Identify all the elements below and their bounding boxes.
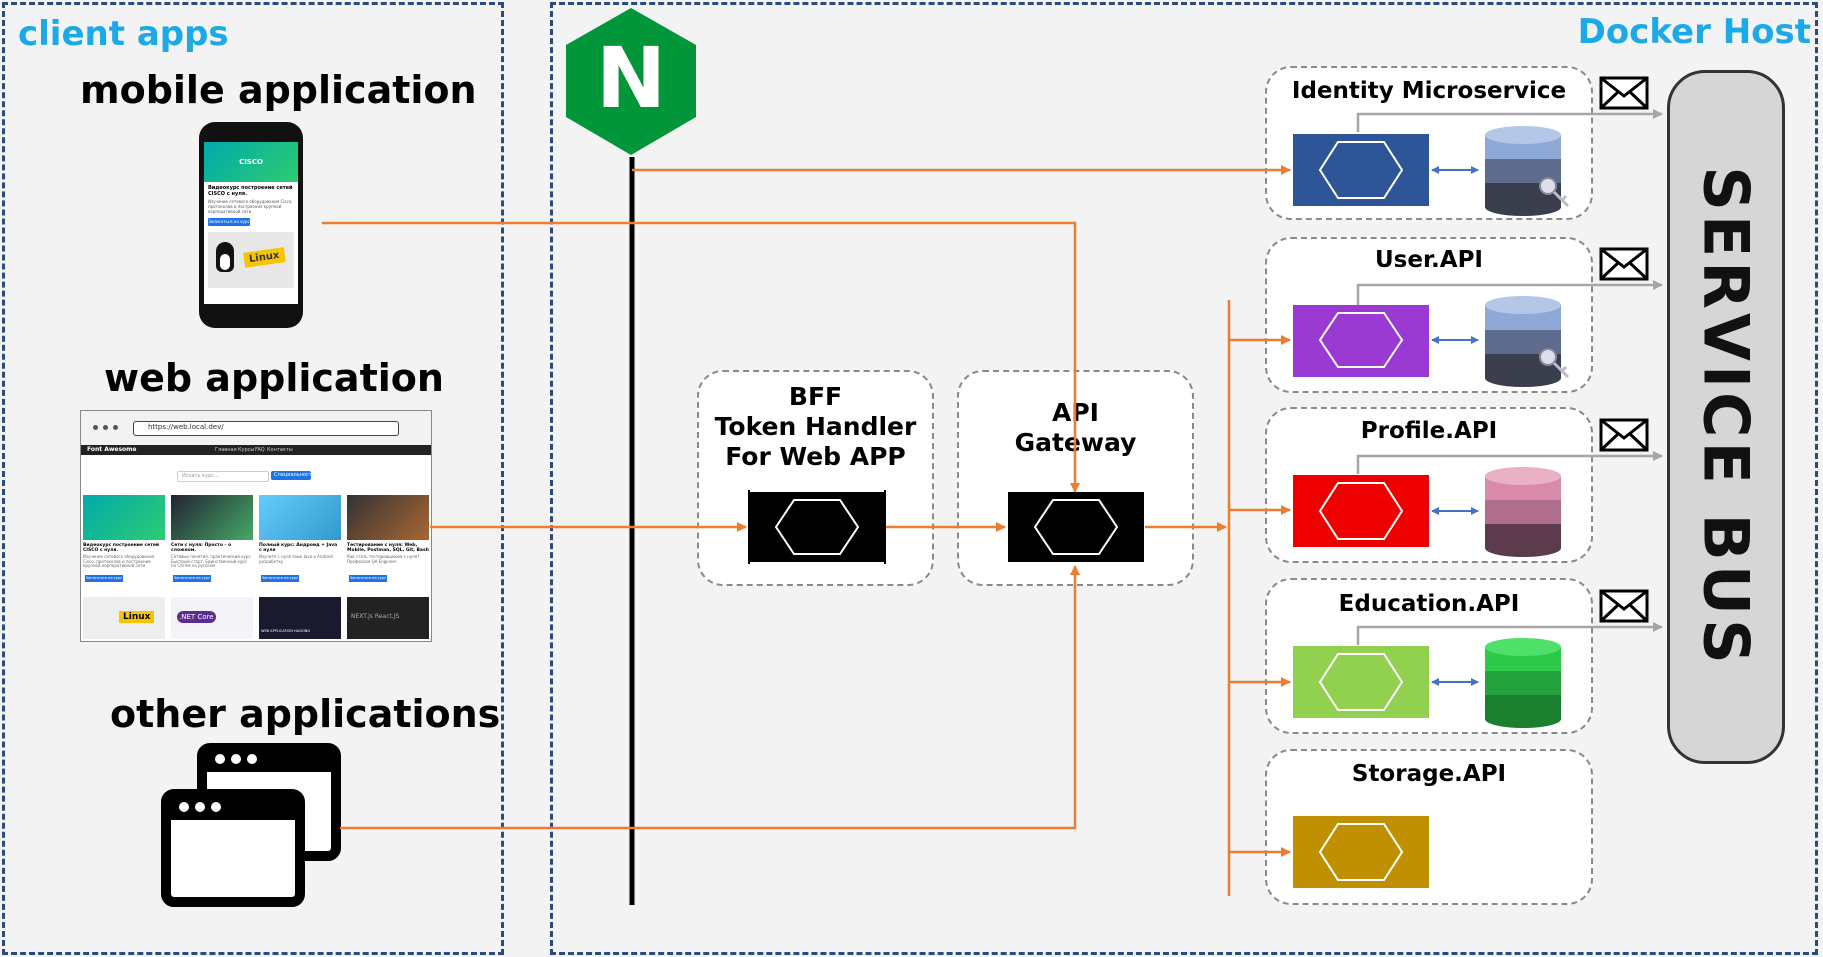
course-card-title: Видеокурс построение сетей CISCO с нуля. [83, 543, 160, 553]
bff-label-line-1: BFF [788, 382, 843, 411]
course-card-title: Полный курс: Андроид + Java с нуля [259, 543, 338, 553]
course-thumb-label: .NET Core [177, 611, 216, 623]
api-gateway-label-line-2: Gateway [1014, 428, 1137, 457]
course-card-text: Изучите с нуля язык Java и Android разра… [259, 554, 333, 564]
course-card[interactable]: Тестирование с нуля: Web, Mobile, Postma… [347, 495, 429, 585]
user-api-label: User.API [1375, 247, 1483, 273]
cisco-logo-text: CISCO [239, 158, 263, 166]
course-card-title: Сети с нуля: Просто - о сложном. [171, 543, 232, 553]
bff-label-line-3: For Web APP [725, 442, 906, 471]
web-application-label: web application [104, 356, 444, 400]
course-card-button[interactable]: Записаться на курс [261, 575, 299, 582]
other-applications-label: other applications [110, 692, 501, 736]
identity-microservice-label: Identity Microservice [1291, 78, 1567, 104]
mobile-app-screenshot: CISCO Видеокурс построение сетей CISCO с… [199, 122, 303, 328]
client-apps-title: client apps [18, 14, 229, 54]
docker-host-title: Docker Host [1577, 12, 1811, 52]
course-card-text: Изучение сетевого оборудования Cisco, пр… [83, 554, 155, 568]
mobile-linux-label: Linux [243, 247, 286, 268]
course-card[interactable]: Сети с нуля: Просто - о сложном. Сетевые… [171, 495, 253, 585]
web-search-input[interactable]: Искать курс... [177, 471, 269, 482]
mobile-course-heading: Видеокурс построение сетей CISCO с нуля. [208, 185, 293, 197]
course-thumb-dotnet[interactable]: .NET Core [171, 597, 253, 639]
web-navbar: Font Awesome Главная Курсы FAQ Контакты [81, 445, 431, 455]
identity-microservice-box: Identity Microservice [1265, 66, 1593, 220]
course-card[interactable]: Полный курс: Андроид + Java с нуля Изучи… [259, 495, 341, 585]
course-card-button[interactable]: Записаться на курс [85, 575, 123, 582]
course-card-text: Как стать тестировщиком с нуля? Професси… [347, 554, 420, 564]
browser-url: https://web.local.dev/ [148, 423, 224, 431]
web-nav-link[interactable]: FAQ [255, 447, 265, 453]
web-search-placeholder: Искать курс... [182, 473, 219, 479]
course-card[interactable]: Видеокурс построение сетей CISCO с нуля.… [83, 495, 165, 585]
course-thumb-hacking[interactable]: WEB APPLICATION HACKING [259, 597, 341, 639]
user-api-box: User.API [1265, 237, 1593, 393]
web-nav-brand: Font Awesome [87, 446, 137, 453]
service-bus-label: SERVICE BUS [1689, 166, 1763, 668]
mobile-application-label: mobile application [80, 68, 477, 112]
mobile-course-text: Изучение сетевого оборудования Cisco, пр… [208, 199, 293, 214]
course-thumb-label: Linux [119, 611, 155, 623]
bff-label-line-2: Token Handler [714, 412, 917, 441]
storage-api-box: Storage.API [1265, 749, 1593, 905]
course-thumb-next[interactable]: NEXT.js React.JS [347, 597, 429, 639]
web-search-button[interactable]: Специальности [271, 471, 315, 480]
api-gateway-box: API Gateway [957, 370, 1194, 586]
course-card-title: Тестирование с нуля: Web, Mobile, Postma… [347, 543, 429, 553]
profile-api-box: Profile.API [1265, 407, 1593, 563]
course-thumb-label: NEXT.js React.JS [351, 613, 400, 620]
course-card-button[interactable]: Записаться на курс [173, 575, 211, 582]
browser-address-bar[interactable]: https://web.local.dev/ [133, 421, 399, 436]
mobile-cisco-banner: CISCO [204, 142, 298, 182]
profile-api-label: Profile.API [1360, 418, 1498, 444]
web-nav-link[interactable]: Контакты [267, 447, 293, 453]
web-search-button-label: Специальности [274, 472, 315, 478]
bff-box: BFF Token Handler For Web APP [697, 370, 934, 586]
web-nav-link[interactable]: Главная [215, 447, 237, 453]
web-nav-link[interactable]: Курсы [238, 447, 255, 453]
mobile-enroll-button[interactable]: Записаться на курс [208, 218, 250, 226]
education-api-label: Education.API [1338, 591, 1520, 617]
web-app-screenshot: https://web.local.dev/ Font Awesome Глав… [80, 410, 432, 642]
api-gateway-label-line-1: API [1052, 398, 1099, 427]
nginx-letter: N [595, 29, 667, 127]
course-thumb-label: WEB APPLICATION HACKING [261, 629, 311, 633]
course-thumb-linux[interactable]: Linux [83, 597, 165, 639]
course-card-button[interactable]: Записаться на курс [349, 575, 387, 582]
education-api-box: Education.API [1265, 578, 1593, 734]
course-card-text: Сетевые понятия, практический курс. Быст… [171, 554, 252, 568]
mobile-linux-banner: Linux [208, 232, 294, 288]
service-bus: SERVICE BUS [1667, 70, 1785, 764]
storage-api-label: Storage.API [1351, 761, 1507, 787]
